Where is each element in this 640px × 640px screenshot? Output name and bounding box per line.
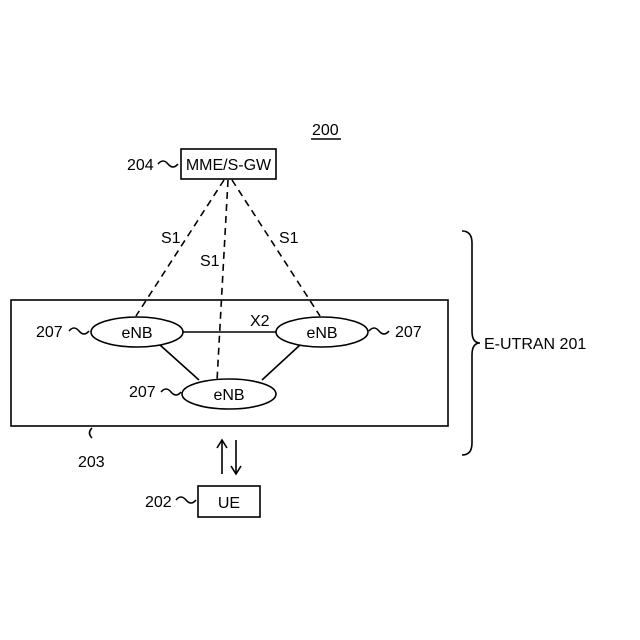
mme-ref-label: 204	[127, 157, 154, 174]
enb-bottom-ref: 207	[129, 384, 156, 401]
x2-label: X2	[250, 313, 270, 330]
enb-right-ref: 207	[395, 324, 422, 341]
enb-right-label: eNB	[306, 325, 337, 342]
enb-right-ref-leader	[369, 328, 389, 334]
eutran-brace	[462, 231, 480, 455]
enb-bottom-ref-leader	[161, 389, 181, 395]
eutran-box-ref: 203	[78, 454, 105, 471]
enb-link-right-bottom	[262, 345, 300, 380]
enb-left-label: eNB	[121, 325, 152, 342]
ue-ref-leader	[176, 497, 196, 503]
enb-left-ref-leader	[69, 328, 89, 334]
eutran-label: E-UTRAN 201	[484, 336, 586, 353]
eutran-box-ref-leader	[90, 428, 93, 438]
s1-label-center: S1	[200, 253, 220, 270]
s1-link-left	[136, 180, 224, 316]
s1-label-left: S1	[161, 230, 181, 247]
s1-label-right: S1	[279, 230, 299, 247]
enb-bottom-label: eNB	[213, 387, 244, 404]
enb-link-left-bottom	[160, 345, 199, 380]
ue-ref: 202	[145, 494, 172, 511]
figure-number: 200	[312, 122, 339, 139]
s1-link-right	[232, 180, 320, 316]
mme-ref-leader	[158, 161, 178, 167]
mme-sgw-label: MME/S-GW	[186, 157, 272, 174]
s1-link-center	[217, 180, 228, 381]
enb-left-ref: 207	[36, 324, 63, 341]
ue-label: UE	[218, 495, 240, 512]
